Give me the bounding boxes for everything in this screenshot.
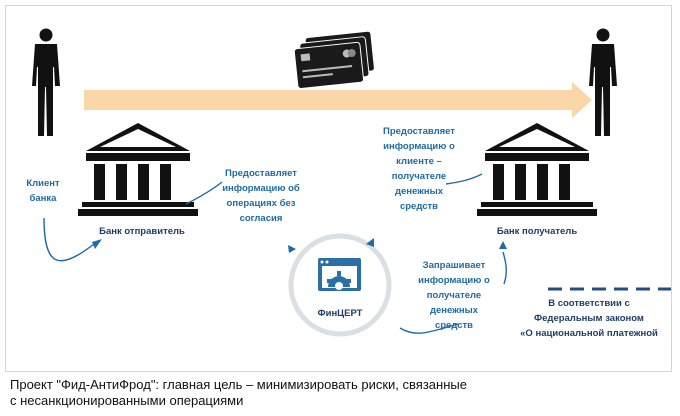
diagram-frame: Клиент банка Банк отправитель Предоставл… <box>5 5 672 372</box>
sender-info-text: Предоставляет информацию об операциях бе… <box>222 168 300 224</box>
fincert-request-connector <box>399 323 459 334</box>
bank-cards-icon <box>293 30 375 89</box>
figure-caption: Проект "Фид-АнтиФрод": главная цель – ми… <box>10 377 467 408</box>
fincert-label: ФинЦЕРТ <box>317 308 363 319</box>
client-person-icon <box>32 28 60 136</box>
sender-bank-label: Банк отправитель <box>99 226 185 237</box>
legend-text: В соответствии с Федеральным законом «О … <box>520 298 658 339</box>
receiver-bank-connector <box>445 173 483 185</box>
sender-bank-icon <box>78 123 198 216</box>
transfer-arrow <box>84 82 592 118</box>
receiver-bank-icon <box>477 123 597 216</box>
arrowhead <box>366 238 374 247</box>
diagram-canvas <box>32 28 671 337</box>
fincert-node <box>288 233 392 337</box>
recipient-person-icon <box>589 28 617 136</box>
sender-info-connector <box>185 181 223 205</box>
request-text: Запрашивает информацию о получателе дене… <box>418 260 490 331</box>
browser-gear-icon <box>318 258 361 291</box>
arrowhead <box>288 245 296 253</box>
arrowhead <box>92 239 102 249</box>
arrowhead <box>499 241 507 249</box>
client-to-bank-connector <box>43 217 95 262</box>
receiver-bank-label: Банк получатель <box>496 226 578 237</box>
client-label: Клиент банка <box>26 178 60 204</box>
receiver-request-connector <box>502 251 507 285</box>
receiver-info-text: Предоставляет информацию о клиенте – пол… <box>383 126 455 212</box>
